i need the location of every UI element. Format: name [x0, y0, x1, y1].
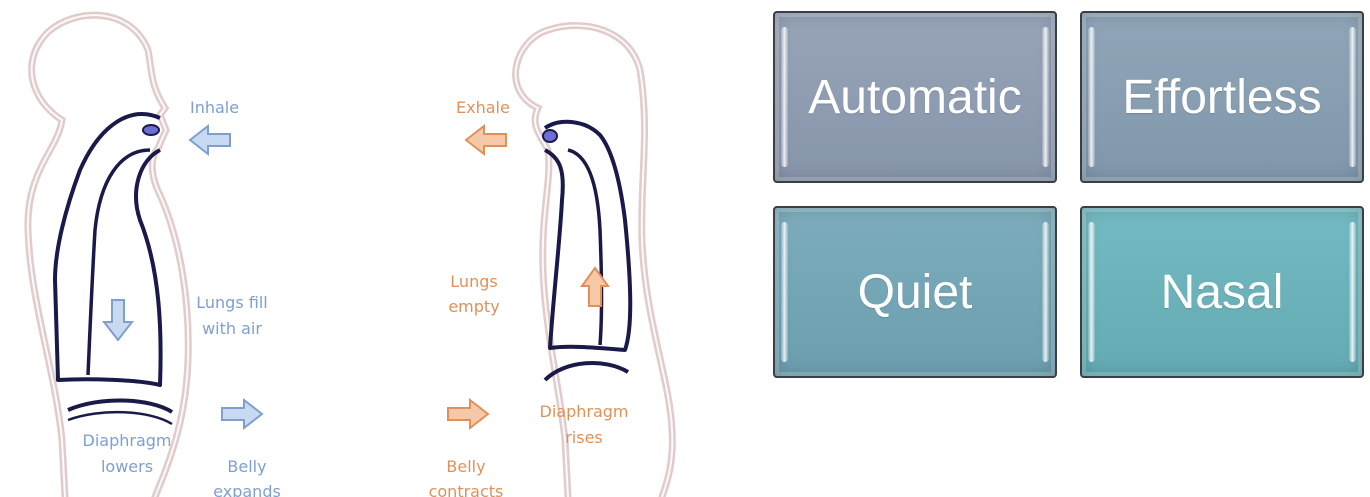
exhale-lungs-label-1: Lungs [450, 272, 497, 291]
exhale-figure: Exhale Lungs empty Diaphragm rises Belly… [429, 26, 673, 497]
exhale-body-outline-inner [516, 26, 673, 497]
exhale-body-outline [516, 26, 673, 497]
tile-effortless-label: Effortless [1122, 70, 1321, 125]
inhale-diaphragm-label-2: lowers [101, 457, 153, 476]
tile-quiet-label: Quiet [858, 265, 973, 320]
inhale-diaphragm-label-1: Diaphragm [83, 431, 172, 450]
tile-nasal-label: Nasal [1161, 265, 1284, 320]
inhale-lungs-label-1: Lungs fill [196, 293, 267, 312]
exhale-belly-label-2: contracts [429, 482, 504, 497]
exhale-airway-outer [545, 122, 630, 350]
inhale-belly-label-2: expands [213, 482, 281, 497]
tile-quiet: Quiet [773, 206, 1057, 378]
exhale-nostril [543, 130, 557, 142]
inhale-down-arrow-icon [104, 300, 132, 340]
inhale-airway-outer [55, 114, 161, 385]
inhale-right-arrow-icon [222, 400, 262, 428]
exhale-up-arrow-icon [582, 268, 608, 306]
tile-automatic-label: Automatic [808, 70, 1021, 125]
inhale-label: Inhale [190, 98, 239, 117]
inhale-airway-inner [88, 150, 150, 375]
exhale-belly-label-1: Belly [446, 457, 485, 476]
exhale-label: Exhale [456, 98, 510, 117]
exhale-airway-inner [568, 150, 602, 345]
exhale-diaphragm-label-2: rises [565, 428, 603, 447]
tile-effortless: Effortless [1080, 11, 1364, 183]
exhale-diaphragm-label-1: Diaphragm [540, 402, 629, 421]
tile-automatic: Automatic [773, 11, 1057, 183]
exhale-right-arrow-icon [448, 400, 488, 428]
inhale-left-arrow-icon [190, 126, 230, 154]
inhale-belly-label-1: Belly [227, 457, 266, 476]
inhale-body-outline [28, 15, 188, 497]
exhale-left-arrow-icon [466, 126, 506, 154]
inhale-body-outline-inner [28, 15, 188, 497]
tile-nasal: Nasal [1080, 206, 1364, 378]
inhale-figure: Inhale Lungs fill with air Diaphragm low… [28, 15, 281, 497]
inhale-diaphragm [68, 400, 172, 412]
inhale-lungs-label-2: with air [202, 319, 262, 338]
inhale-nostril [143, 125, 159, 135]
inhale-diaphragm-line2 [68, 412, 172, 424]
exhale-lungs-label-2: empty [448, 297, 499, 316]
